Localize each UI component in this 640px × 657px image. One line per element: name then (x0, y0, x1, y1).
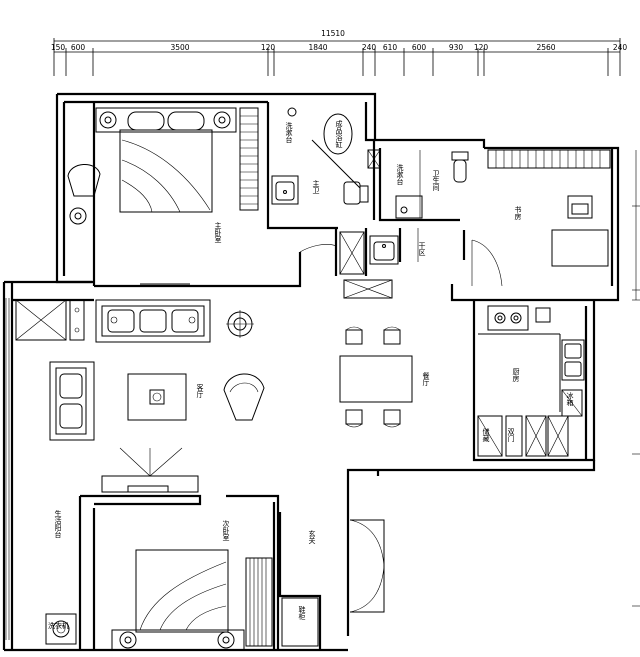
master-toilet-icon (343, 181, 369, 205)
guest-sink-icon (395, 195, 423, 219)
living-balcony-label: 生活阳台 (54, 509, 62, 539)
dim-seg-5: 1840 (308, 43, 327, 52)
second-bedroom-label: 次卧室 (222, 519, 230, 541)
dimension-line: 11510 150 600 3500 120 1840 240 610 (51, 29, 628, 76)
dim-seg-4: 120 (261, 43, 276, 52)
kitchen-sink-icon (561, 339, 585, 381)
bathtub-icon (323, 113, 353, 155)
second-wardrobe (245, 557, 273, 647)
entrance-label: 玄关 (308, 529, 316, 545)
dim-seg-7: 610 (383, 43, 398, 52)
guest-bath-label: 卫生间 (432, 170, 440, 192)
study-label: 书房 (514, 205, 522, 221)
dim-seg-11: 2560 (536, 43, 555, 52)
dim-seg-6: 240 (362, 43, 377, 52)
storage-label: 储藏 (482, 427, 490, 443)
master-sink-icon (271, 175, 299, 205)
balcony-cabinet (15, 299, 85, 341)
stove-icon (487, 305, 529, 331)
master-wardrobe (239, 107, 259, 211)
dim-seg-2: 600 (71, 43, 86, 52)
dim-seg-8: 600 (412, 43, 427, 52)
fridge-label: 冰箱 (566, 391, 574, 407)
washing-machine-icon (45, 613, 77, 645)
coffee-table-icon (127, 373, 187, 421)
loveseat-icon (49, 361, 95, 441)
guest-bath: 洗漱台 卫生间 (367, 149, 469, 219)
kitchen-label: 厨房 (512, 368, 520, 383)
tv-cabinet-icon (101, 447, 199, 493)
living-room: 客厅 (15, 299, 265, 493)
dining-table-icon (339, 326, 413, 428)
windows (5, 150, 640, 640)
master-bedroom: 主卧室 (67, 107, 259, 243)
dry-area: 干区 (299, 231, 426, 299)
washbasin-master-label: 洗漱台 (285, 121, 293, 144)
dim-seg-3: 3500 (170, 43, 189, 52)
study-bookshelf (487, 149, 611, 169)
washbasin-guest-label: 洗漱台 (396, 163, 404, 186)
second-bedroom: 次卧室 (111, 519, 273, 651)
master-bed-icon (95, 107, 237, 213)
second-bed-icon (111, 549, 245, 651)
entrance: 玄关 鞋柜 (281, 519, 385, 647)
armchair-icon (67, 164, 101, 225)
kitchen: 厨房 冰箱 储藏 双门 (477, 305, 585, 457)
bathtub-label: 成品浴缸 (335, 119, 343, 148)
dining-room-label: 餐厅 (422, 371, 430, 386)
dim-seg-12: 240 (613, 43, 628, 52)
doors (299, 228, 419, 282)
living-balcony: 生活阳台 洗衣机 (45, 509, 77, 645)
dim-seg-1: 150 (51, 43, 66, 52)
shoe-cabinet-label: 鞋柜 (298, 605, 306, 621)
walls (2, 92, 620, 652)
study-desk-icon (551, 195, 609, 267)
master-bath-label: 主卫 (312, 179, 320, 194)
lounge-chair-icon (223, 373, 265, 421)
laundry-label: 洗衣机 (48, 621, 69, 630)
guest-toilet-icon (451, 151, 469, 183)
master-bath: 成品浴缸 洗漱台 主卫 (271, 107, 369, 205)
study: 书房 (471, 149, 611, 287)
dry-area-label: 干区 (418, 242, 426, 256)
dim-seg-9: 930 (449, 43, 464, 52)
sofa-icon (95, 299, 211, 343)
dining-room: 餐厅 (339, 326, 430, 428)
master-bedroom-label: 主卧室 (214, 221, 222, 243)
double-door-label: 双门 (507, 428, 515, 443)
dim-total: 11510 (321, 29, 345, 38)
dry-area-sink-icon (369, 235, 399, 265)
living-room-label: 客厅 (196, 383, 204, 398)
shoe-cabinet (281, 597, 319, 647)
dim-seg-10: 120 (474, 43, 489, 52)
side-table-icon (226, 310, 254, 338)
